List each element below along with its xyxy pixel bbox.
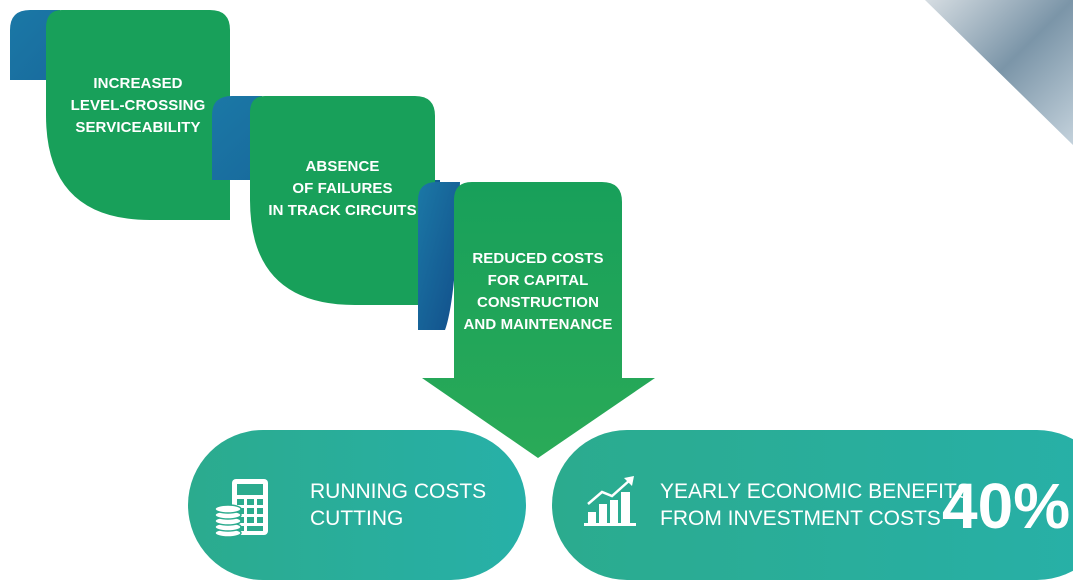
outcome-running-costs: RUNNING COSTS CUTTING (188, 430, 526, 580)
step2-green-card (250, 96, 435, 305)
step3-label: REDUCED COSTS FOR CAPITAL CONSTRUCTION A… (463, 250, 613, 333)
benefit-percentage: 40% (942, 470, 1071, 542)
running-costs-text: RUNNING COSTS CUTTING (310, 480, 487, 530)
decorative-photo-corner (925, 0, 1073, 145)
calculator-coins-icon (214, 477, 274, 544)
growth-chart-icon (584, 476, 638, 531)
outcome-economic-benefits: YEARLY ECONOMIC BENEFITS FROM INVESTMENT… (552, 430, 1073, 580)
step3-green-arrow (422, 182, 655, 458)
step3-blue-tab (418, 182, 460, 330)
economic-benefits-text: YEARLY ECONOMIC BENEFITS FROM INVESTMENT… (660, 480, 971, 530)
step1-green-card (46, 10, 230, 220)
step1-label: INCREASED LEVEL-CROSSING SERVICEABILITY (70, 75, 206, 136)
step2-label: ABSENCE OF FAILURES IN TRACK CIRCUITS (268, 158, 417, 219)
